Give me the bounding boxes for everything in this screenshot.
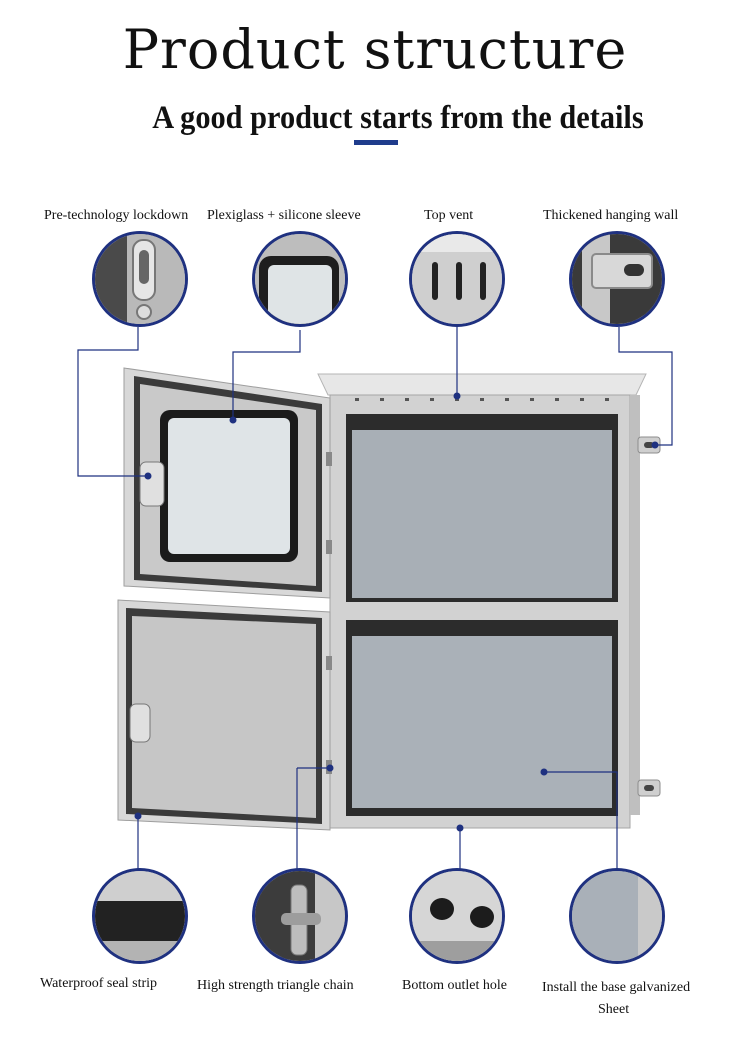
label-install-base-galvanized: Install the base galvanized	[542, 980, 691, 995]
detail-circle-lock	[92, 231, 188, 327]
label-plexiglass-silicone-sleeve: Plexiglass + silicone sleeve	[207, 208, 361, 223]
label-waterproof-seal-strip: Waterproof seal strip	[40, 976, 158, 991]
label-top-vent: Top vent	[424, 208, 474, 223]
seal-strip-detail-illustration	[95, 871, 185, 961]
detail-circle-galvanized-sheet	[569, 868, 665, 964]
label-high-strength-triangle-chain: High strength triangle chain	[197, 978, 354, 993]
detail-circle-hanging-wall	[569, 231, 665, 327]
hanging-wall-detail-illustration	[572, 234, 662, 324]
label-sheet: Sheet	[598, 1002, 630, 1017]
label-pre-technology-lockdown: Pre-technology lockdown	[44, 208, 189, 223]
page-subtitle: A good product starts from the details	[152, 100, 644, 136]
detail-circle-seal-strip	[92, 868, 188, 964]
page-title: Product structure	[122, 18, 628, 81]
detail-circle-window	[252, 231, 348, 327]
detail-circle-outlet-hole	[409, 868, 505, 964]
vent-detail-illustration	[412, 234, 502, 324]
detail-circle-vent	[409, 231, 505, 327]
lock-detail-illustration	[95, 234, 185, 324]
detail-circle-hinge	[252, 868, 348, 964]
label-thickened-hanging-wall: Thickened hanging wall	[543, 208, 679, 223]
window-detail-illustration	[255, 234, 345, 324]
label-bottom-outlet-hole: Bottom outlet hole	[402, 978, 507, 993]
subtitle-accent-bar	[354, 140, 398, 145]
